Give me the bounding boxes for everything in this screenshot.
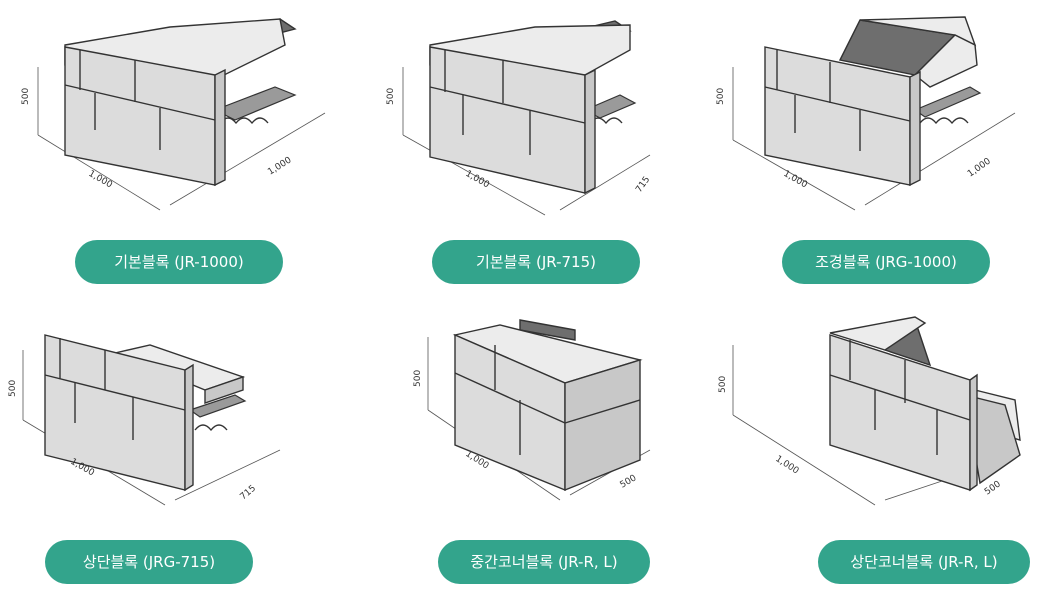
block-label: 조경블록 (JRG-1000) bbox=[782, 240, 990, 284]
dim-depth: 1,000 bbox=[966, 156, 993, 179]
dim-height: 500 bbox=[716, 88, 726, 105]
block-jrg-715-drawing: 500 1,000 715 bbox=[8, 334, 281, 506]
dim-depth: 1,000 bbox=[266, 155, 293, 177]
block-jrg-1000-drawing: 500 1,000 1,000 bbox=[716, 16, 1016, 211]
block-label: 상단코너블록 (JR-R, L) bbox=[818, 540, 1030, 584]
block-jr-rl-top-drawing: 500 1,000 500 bbox=[718, 316, 1021, 506]
block-jrg-1000: 500 1,000 1,000 조경블록 (JRG-1000) bbox=[715, 5, 1045, 300]
dim-depth: 500 bbox=[619, 473, 639, 490]
block-label: 기본블록 (JR-715) bbox=[432, 240, 640, 284]
dim-width: 1,000 bbox=[464, 169, 492, 191]
dim-height: 500 bbox=[718, 376, 728, 393]
dim-height: 500 bbox=[8, 380, 18, 397]
dim-height: 500 bbox=[386, 88, 396, 105]
block-label: 기본블록 (JR-1000) bbox=[75, 240, 283, 284]
dim-depth: 715 bbox=[239, 484, 259, 503]
block-label: 상단블록 (JRG-715) bbox=[45, 540, 253, 584]
dim-height: 500 bbox=[413, 370, 423, 387]
block-jr-rl-top: 500 1,000 500 상단코너블록 (JR-R, L) bbox=[715, 305, 1045, 600]
block-jr-1000: 500 1,000 1,000 기본블록 (JR-1000) bbox=[20, 5, 350, 300]
block-jr-1000-drawing: 500 1,000 1,000 bbox=[21, 18, 326, 211]
block-jr-rl-middle: 500 1,000 500 중간코너블록 (JR-R, L) bbox=[410, 305, 740, 600]
dim-width: 1,000 bbox=[87, 169, 115, 191]
block-jr-rl-middle-drawing: 500 1,000 500 bbox=[413, 319, 651, 501]
block-jrg-715: 500 1,000 715 상단블록 (JRG-715) bbox=[5, 305, 335, 600]
dim-width: 1,000 bbox=[773, 454, 800, 477]
block-label: 중간코너블록 (JR-R, L) bbox=[438, 540, 650, 584]
dim-depth: 500 bbox=[983, 479, 1003, 497]
dim-width: 1,000 bbox=[782, 169, 810, 191]
block-jr-715-drawing: 500 1,000 715 bbox=[386, 20, 652, 216]
dim-height: 500 bbox=[21, 88, 31, 105]
dim-depth: 715 bbox=[634, 175, 652, 195]
block-jr-715: 500 1,000 715 기본블록 (JR-715) bbox=[385, 5, 715, 300]
